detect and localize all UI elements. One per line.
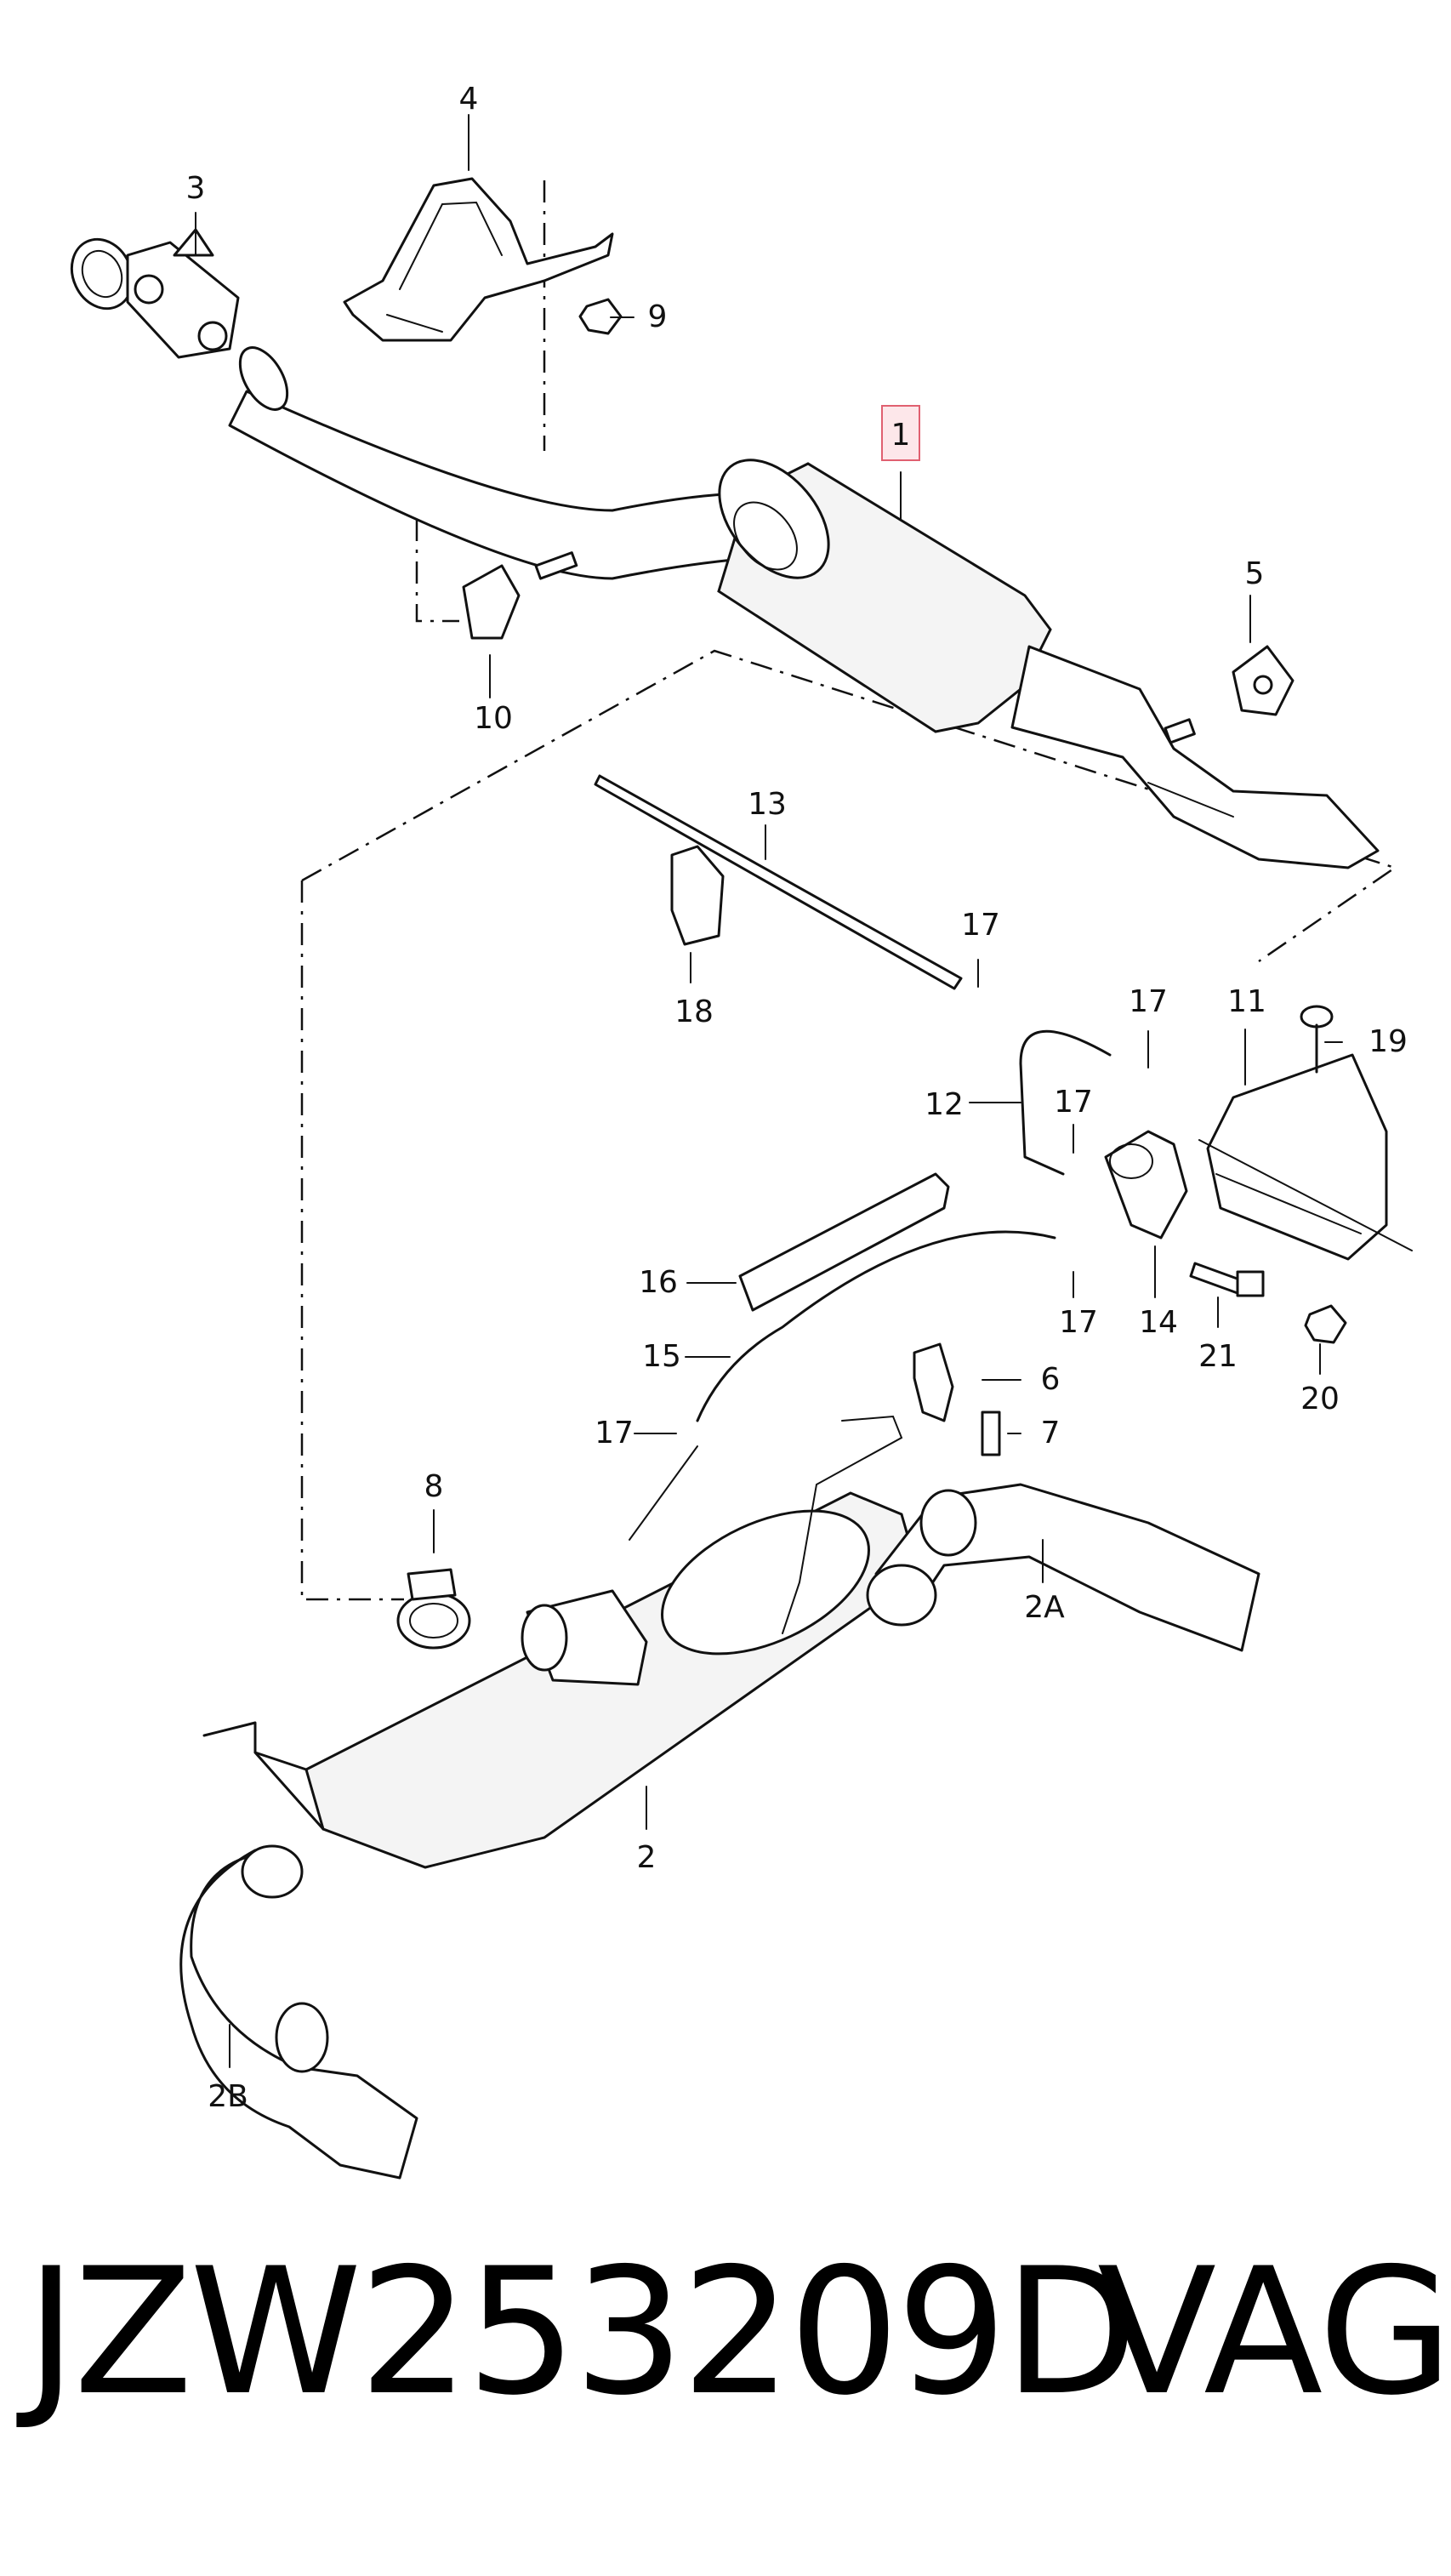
callout-2: 2: [636, 1840, 657, 1875]
assembly-outline: [300, 180, 1397, 1601]
brand-name: VAG: [1097, 2231, 1451, 2434]
callout-2a: 2A: [1024, 1590, 1065, 1625]
callout-17-e: 17: [595, 1416, 634, 1450]
part-13-rod: [594, 774, 963, 990]
part-18-clip: [670, 845, 725, 946]
part-12-hose: [1019, 1029, 1112, 1176]
callout-17-b: 17: [1129, 984, 1168, 1019]
callout-11: 11: [1227, 984, 1266, 1019]
part-7-bolt: [981, 1411, 1001, 1456]
callout-14: 14: [1139, 1305, 1178, 1340]
part-6-bracket: [913, 1342, 954, 1422]
part-9-nut: [578, 298, 623, 335]
part-1-center-muffler: [228, 346, 1380, 869]
callout-1: 1: [891, 418, 911, 453]
part-19-screw: [1300, 1005, 1334, 1074]
callout-9: 9: [647, 299, 668, 334]
callout-12: 12: [925, 1087, 964, 1122]
callout-17-d: 17: [1059, 1305, 1098, 1340]
actuator-link: [629, 1445, 698, 1541]
part-10-hanger: [462, 551, 578, 640]
callout-17-a: 17: [961, 908, 1000, 943]
callout-2b: 2B: [208, 2079, 248, 2114]
part-2-rear-muffler: [202, 1491, 920, 1869]
callout-20: 20: [1300, 1382, 1340, 1416]
callout-18: 18: [674, 994, 714, 1029]
callout-6: 6: [1040, 1362, 1061, 1397]
callout-4: 4: [458, 82, 479, 117]
callout-13: 13: [748, 787, 787, 822]
part-11-vacuum-unit: [1198, 1053, 1413, 1261]
vacuum-line-rear: [782, 1415, 903, 1634]
part-20-nut: [1304, 1304, 1347, 1344]
callout-3: 3: [185, 171, 206, 206]
part-2a-tailpipe: [866, 1483, 1260, 1652]
callout-15: 15: [642, 1339, 681, 1374]
callout-8: 8: [424, 1469, 444, 1504]
part-2b-tailpipe: [179, 1844, 418, 2180]
part-14-valve: [1104, 1130, 1188, 1240]
part-8-clamp: [396, 1568, 471, 1650]
leader-lines: [195, 114, 1343, 2068]
callout-7: 7: [1040, 1416, 1061, 1450]
callout-5: 5: [1244, 556, 1265, 591]
part-3-flange-clamp: [70, 228, 240, 359]
part-16-heat-shield: [738, 1172, 950, 1312]
highlight-box-part-1: [881, 405, 920, 461]
callout-16: 16: [639, 1265, 678, 1300]
callout-10: 10: [474, 701, 513, 736]
part-4-bracket: [343, 177, 614, 342]
callout-17-c: 17: [1054, 1085, 1093, 1120]
part-15-hose: [696, 1230, 1056, 1422]
part-21-bolt: [1189, 1262, 1265, 1297]
part-number: JZW253209D: [26, 2231, 1138, 2434]
callout-21: 21: [1198, 1339, 1238, 1374]
part-5-hanger: [1232, 645, 1295, 716]
callout-19: 19: [1368, 1024, 1408, 1059]
